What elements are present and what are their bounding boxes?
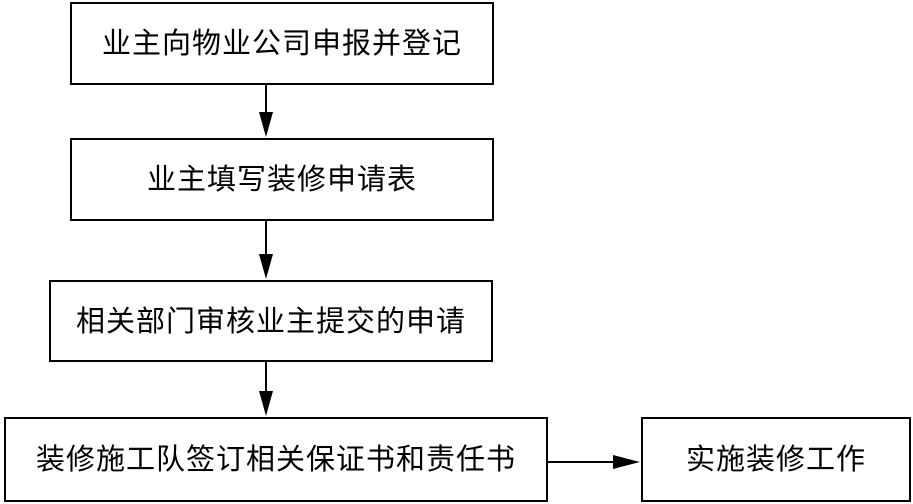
step-fill-application-form: 业主填写装修申请表 <box>70 138 494 221</box>
step-label: 业主填写装修申请表 <box>146 162 417 196</box>
arrow-step1-to-step2 <box>259 85 273 137</box>
step-department-review: 相关部门审核业主提交的申请 <box>49 280 493 362</box>
step-label: 业主向物业公司申报并登记 <box>101 26 462 60</box>
step-owner-report-register: 业主向物业公司申报并登记 <box>70 2 494 85</box>
step-label: 实施装修工作 <box>685 442 866 476</box>
arrow-step2-to-step3 <box>259 221 273 279</box>
arrow-step3-to-step4 <box>259 362 273 416</box>
step-label: 相关部门审核业主提交的申请 <box>75 303 466 338</box>
step-carry-out-renovation: 实施装修工作 <box>641 417 911 502</box>
arrow-step4-to-step5 <box>548 455 640 469</box>
step-label: 装修施工队签订相关保证书和责任书 <box>35 442 516 476</box>
step-sign-guarantee-documents: 装修施工队签订相关保证书和责任书 <box>4 417 548 502</box>
